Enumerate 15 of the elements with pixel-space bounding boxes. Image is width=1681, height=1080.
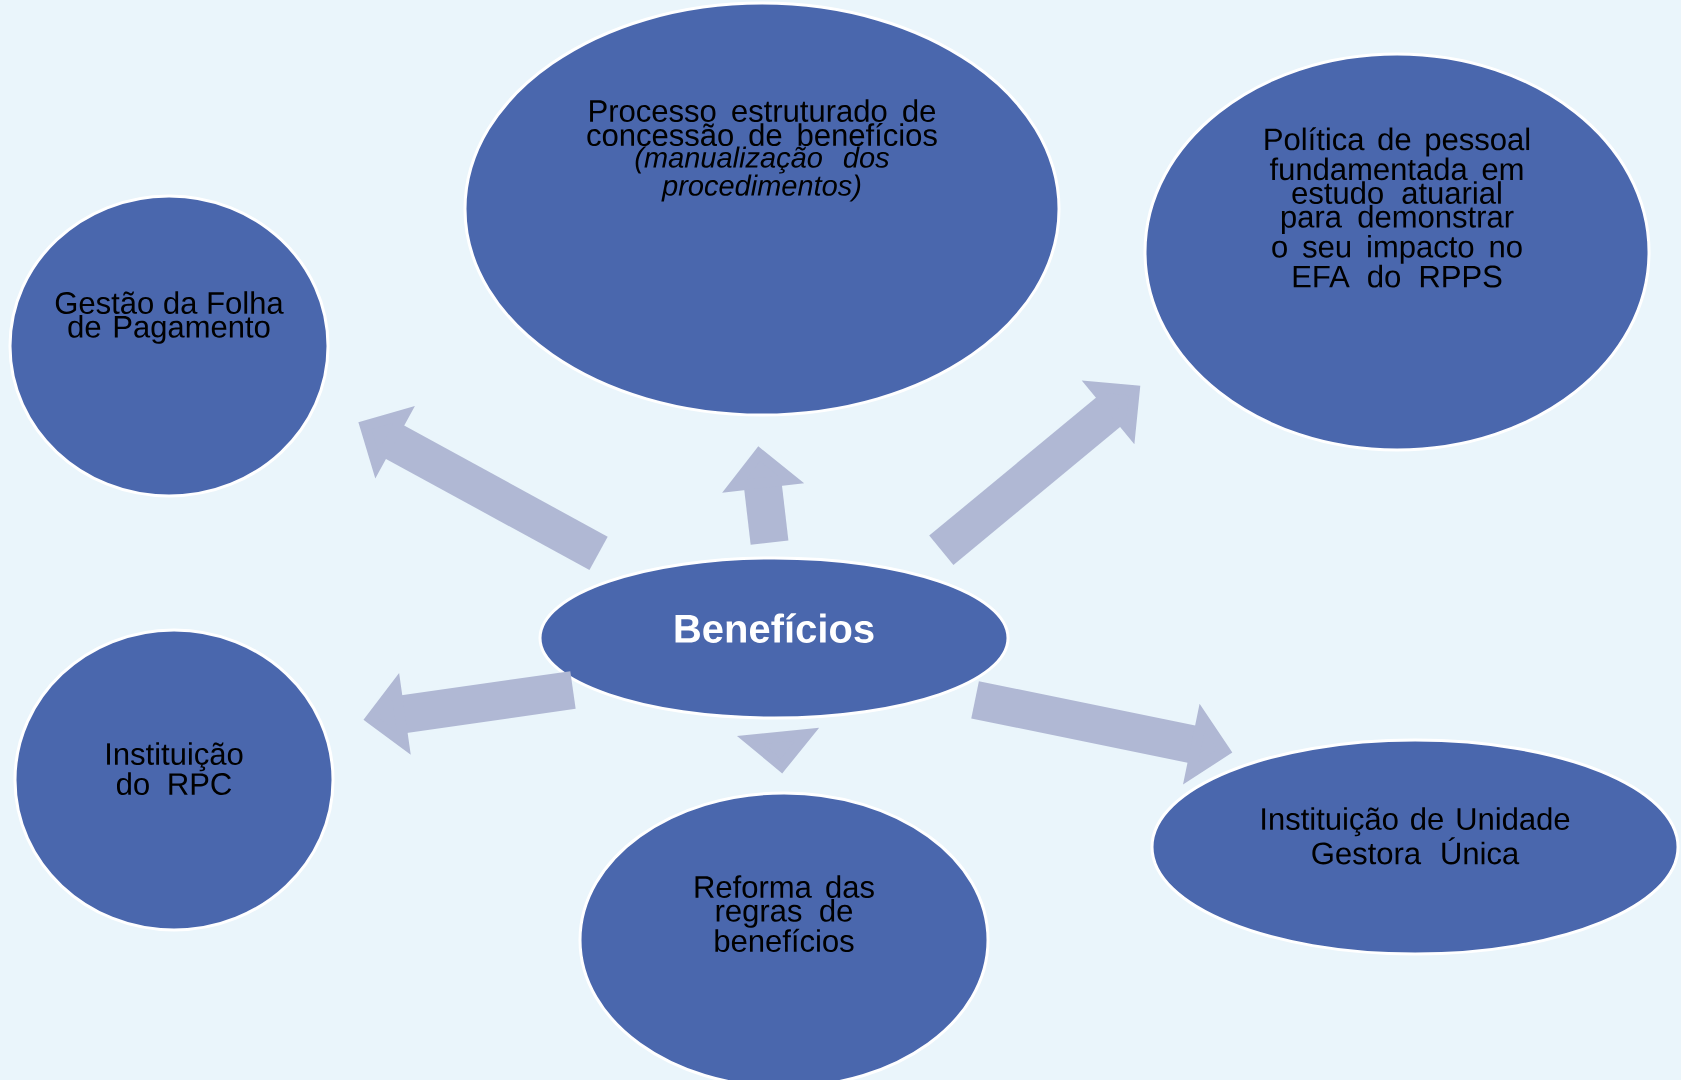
ellipse-text: Política de pessoal fundamentada em estudo atuarial para demonstrar o seu impacto no EFA do RPPS — [1265, 127, 1530, 288]
ellipse-text: Instituição de Unidade Gestora Única — [1262, 807, 1570, 865]
ellipse-text: Benefícios — [675, 613, 874, 643]
ellipse — [578, 791, 990, 1080]
ellipse-text: Processo estruturado de concessão de benefícios — [587, 99, 937, 147]
ellipse-text: Gestão da Folha de Pagamento — [55, 291, 284, 344]
ellipse-text: (manualização dos procedimentos) — [635, 146, 890, 202]
ellipse — [8, 194, 330, 498]
ellipse — [1150, 738, 1680, 956]
ellipse-text: Instituição do RPC — [107, 742, 243, 795]
ellipse-text: Reforma das regras de benefícios — [695, 875, 874, 952]
ellipse — [13, 628, 335, 932]
ellipse — [463, 1, 1061, 417]
ellipse — [538, 556, 1010, 720]
ellipse — [1143, 52, 1651, 452]
